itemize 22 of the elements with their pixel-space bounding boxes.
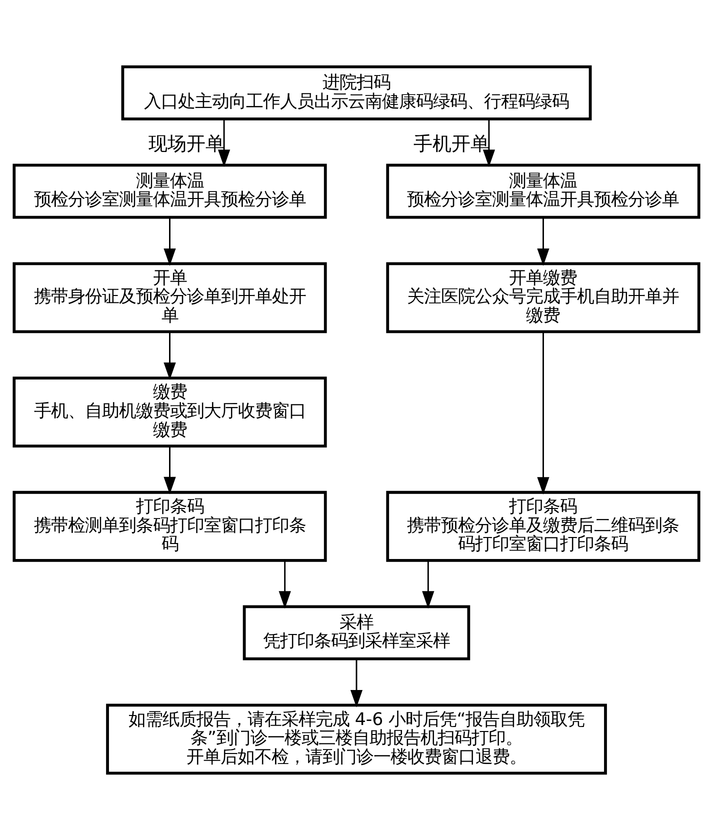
arrow [537, 218, 550, 266]
node-box: 打印条码 携带检测单到条码打印室窗口打印条码 [12, 490, 327, 562]
node-box: 开单缴费 关注医院公众号完成手机自助开单并缴费 [386, 262, 700, 334]
arrow [164, 446, 176, 494]
arrow [218, 119, 230, 168]
arrow [482, 119, 496, 168]
arrow [164, 218, 176, 266]
arrow [422, 560, 434, 609]
node-box: 采样 凭打印条码到采样室采样 [242, 605, 470, 660]
arrow [537, 332, 550, 494]
arrow [164, 332, 176, 380]
node-box: 测量体温 预检分诊室测量体温开具预检分诊单 [386, 164, 700, 219]
node-box: 缴费 手机、自助机缴费或到大厅收费窗口缴费 [12, 376, 327, 448]
node-box: 进院扫码 入口处主动向工作人员出示云南健康码绿码、行程码绿码 [121, 65, 592, 120]
node-box: 测量体温 预检分诊室测量体温开具预检分诊单 [12, 164, 327, 219]
edge-label: 现场开单 [148, 134, 224, 155]
arrow [350, 659, 363, 708]
node-box: 如需纸质报告，请在采样完成 4-6 小时后凭“报告自助领取凭条”到门诊一楼或三楼自助报告机扫码打印。 开单后如不检，请到门诊一楼收费窗口退费。 [106, 704, 607, 775]
node-box: 开单 携带身份证及预检分诊单到开单处开单 [12, 262, 327, 334]
arrow [278, 560, 291, 609]
node-box: 打印条码 携带预检分诊单及缴费后二维码到条码打印室窗口打印条码 [386, 490, 700, 562]
edge-label: 手机开单 [413, 134, 490, 155]
